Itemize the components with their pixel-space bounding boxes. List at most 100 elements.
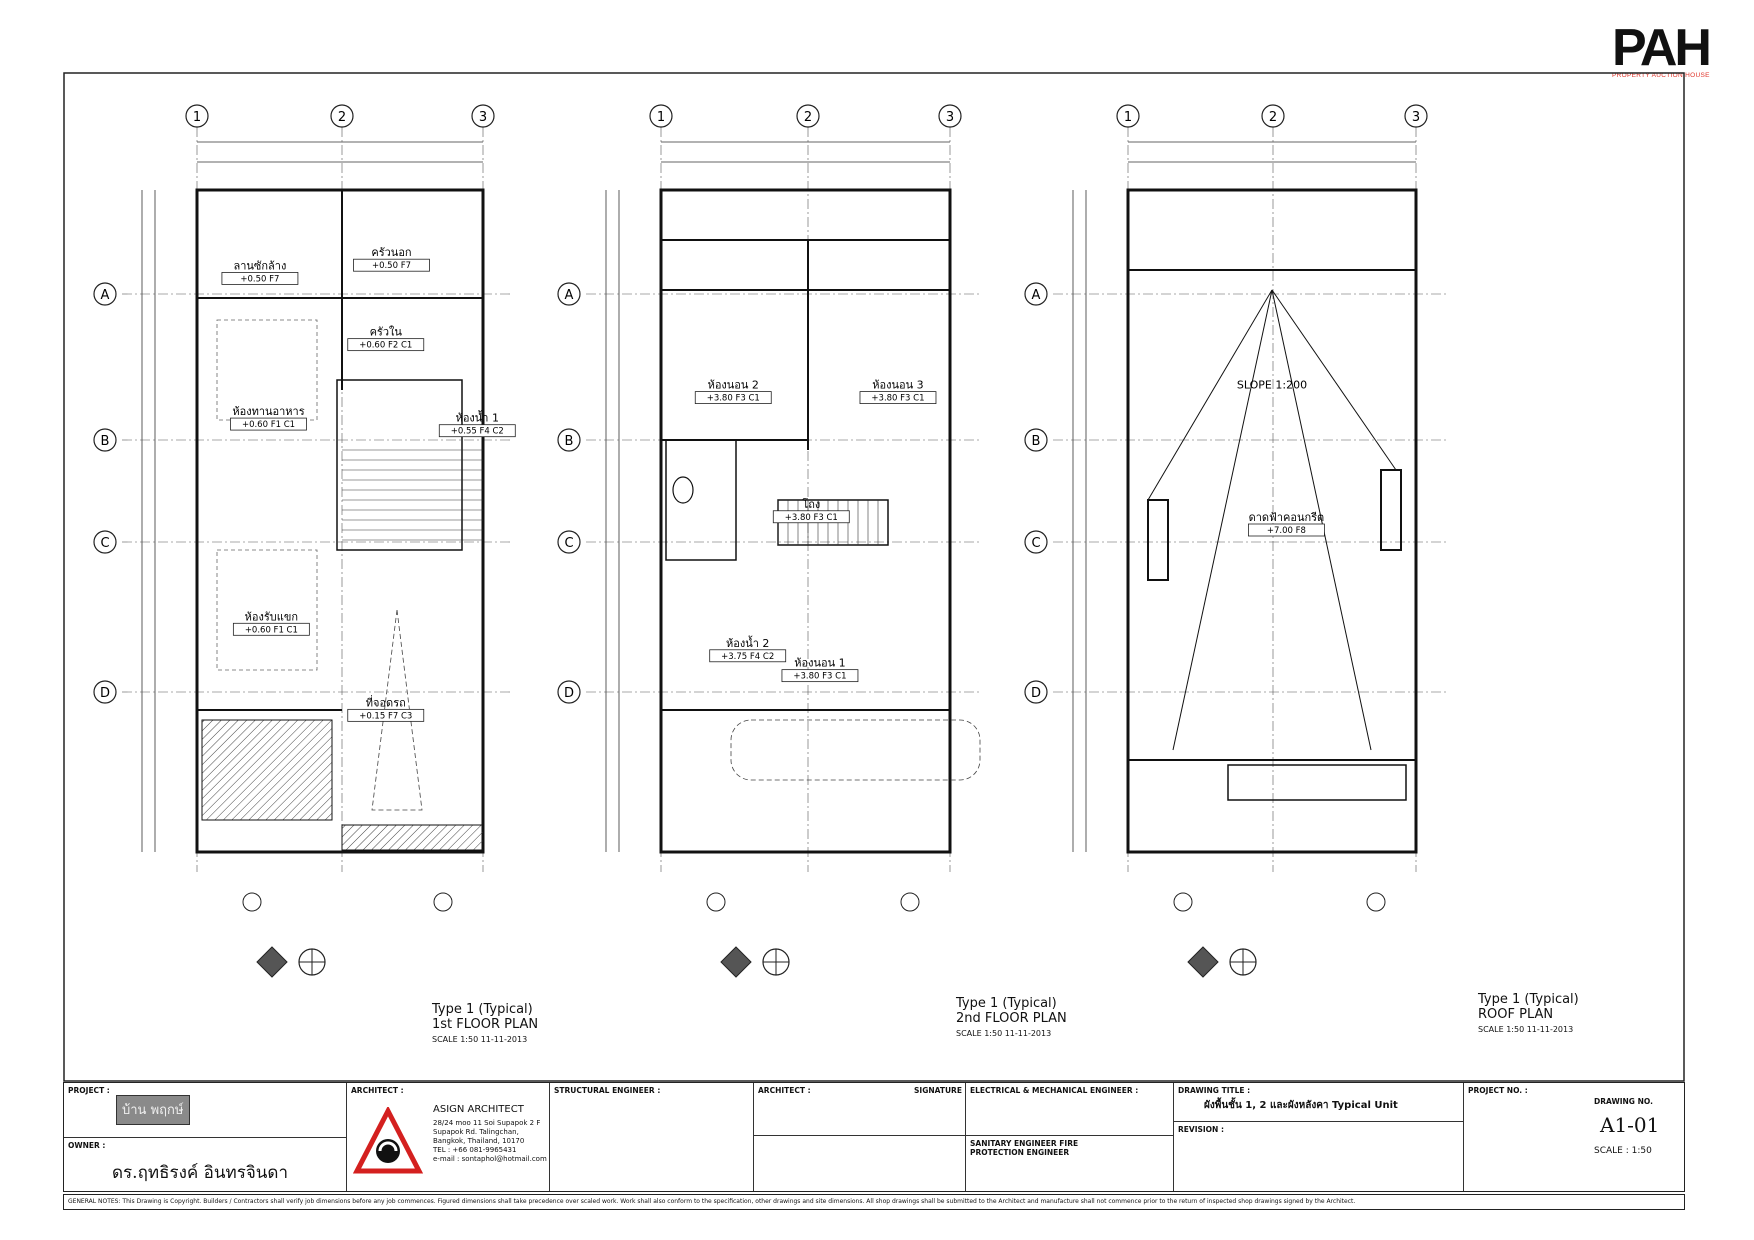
architect-address-line: Bangkok, Thailand, 10170: [433, 1137, 525, 1145]
roof-gutter: [1227, 764, 1407, 801]
grid-bubble: [1024, 282, 1048, 306]
grid-label: C: [1031, 536, 1040, 551]
architect-name: ASIGN ARCHITECT: [433, 1104, 524, 1115]
roof-slope-line: [1271, 289, 1372, 751]
owner-name: ดร.ฤทธิรงค์ อินทรจินดา: [112, 1163, 288, 1183]
level-tag: [781, 669, 859, 683]
drawing-title-label: DRAWING TITLE :: [1178, 1086, 1251, 1095]
grid-label: D: [1031, 686, 1041, 701]
room-name: ห้องนอน 1: [794, 657, 845, 670]
level-tag: [353, 258, 430, 272]
electrical-label: ELECTRICAL & MECHANICAL ENGINEER :: [970, 1086, 1139, 1095]
scale-label: SCALE : 1:50: [1594, 1146, 1652, 1156]
room-level: +3.75 F4 C2: [721, 652, 774, 662]
owner-label: OWNER :: [68, 1141, 106, 1150]
grid-bubble: [330, 104, 354, 128]
divider: [966, 1135, 1173, 1136]
room-name: ห้องรับแขก: [245, 610, 298, 623]
hatched-slab: [201, 719, 333, 821]
plan-title-2: Type 1 (Typical) 2nd FLOOR PLAN SCALE 1:…: [956, 996, 1067, 1041]
roof-slope-line: [1271, 289, 1397, 471]
level-tag: [438, 424, 516, 438]
roof-slope-line: [1147, 289, 1273, 501]
grid-label: 2: [1269, 110, 1277, 125]
compass-icon: [256, 946, 288, 978]
project-name-box: [116, 1095, 190, 1125]
structural-label: STRUCTURAL ENGINEER :: [554, 1086, 661, 1095]
bathroom: [665, 439, 737, 561]
grid-label: 3: [479, 110, 487, 125]
plan-title-1: Type 1 (Typical) 1st FLOOR PLAN SCALE 1:…: [432, 1002, 538, 1047]
plan-name: ROOF PLAN: [1478, 1007, 1554, 1022]
revision-label: REVISION :: [1178, 1125, 1224, 1134]
grid-label: B: [565, 434, 574, 449]
level-tag: [221, 272, 299, 285]
grid-bubble: [93, 530, 117, 554]
general-notes: GENERAL NOTES: This Drawing is Copyright…: [63, 1194, 1685, 1210]
grid-bubble: [93, 680, 117, 704]
grid-label: C: [100, 536, 109, 551]
stair: [336, 379, 463, 551]
grid-label: B: [101, 434, 110, 449]
grid-bubble: [557, 282, 581, 306]
room-name: ดาดฟ้าคอนกรีต: [1249, 511, 1325, 524]
logo-tagline: PROPERTY AUCTION HOUSE: [1612, 72, 1710, 79]
project-no-cell: PROJECT NO. : DRAWING NO. A1-01 SCALE : …: [1464, 1083, 1686, 1191]
level-tag: [694, 391, 772, 405]
room-level: +0.15 F7 C3: [359, 711, 412, 721]
signoff-cell: ARCHITECT : SIGNATURE: [754, 1083, 966, 1191]
plan-name: 2nd FLOOR PLAN: [956, 1011, 1067, 1026]
plan-scale: SCALE 1:50 11-11-2013: [1478, 1025, 1574, 1034]
section-marker: [433, 892, 453, 912]
structural-cell: STRUCTURAL ENGINEER :: [550, 1083, 754, 1191]
level-tag: [232, 622, 310, 636]
project-label: PROJECT :: [68, 1086, 110, 1095]
balcony-outline: [730, 719, 981, 781]
level-tag: [1248, 523, 1325, 537]
level-tag: [230, 417, 307, 431]
grid-bubble: [1024, 530, 1048, 554]
divider: [64, 1137, 346, 1138]
engineer-cell: ELECTRICAL & MECHANICAL ENGINEER : SANIT…: [966, 1083, 1174, 1191]
pah-logo: PAH PROPERTY AUCTION HOUSE: [1612, 22, 1746, 84]
room-level: +0.50 F7: [240, 274, 279, 284]
room-name: โถง: [802, 497, 820, 511]
grid-bubble: [557, 680, 581, 704]
ceiling-outline: [216, 319, 318, 421]
grid-label: 3: [1412, 110, 1420, 125]
grid-label: D: [100, 686, 110, 701]
grid-label: A: [1032, 288, 1041, 303]
grid-label: C: [564, 536, 573, 551]
plan-type: Type 1 (Typical): [956, 996, 1057, 1011]
divider: [754, 1135, 965, 1136]
compass-icon: [720, 946, 752, 978]
grid-bubble: [796, 104, 820, 128]
grid-bubble: [93, 428, 117, 452]
ceiling-outline: [216, 549, 318, 671]
drawing-no: A1-01: [1600, 1113, 1660, 1137]
grid-bubble: [1024, 680, 1048, 704]
architect-address-line: e-mail : sontaphol@hotmail.com: [433, 1155, 547, 1163]
grid-bubble: [649, 104, 673, 128]
room-name: SLOPE 1:200: [1237, 379, 1307, 392]
level-tag: [709, 649, 787, 663]
architect-label: ARCHITECT :: [351, 1086, 404, 1095]
roof-slope-line: [1172, 289, 1273, 751]
grid-label: D: [564, 686, 574, 701]
room-name: ห้องนอน 2: [708, 379, 759, 392]
section-marker: [1366, 892, 1386, 912]
exterior-wall: [659, 188, 952, 854]
grid-label: 1: [657, 110, 665, 125]
level-tag: [347, 338, 425, 352]
section-marker: [1173, 892, 1193, 912]
title-block: PROJECT : บ้าน พฤกษ์ OWNER : ดร.ฤทธิรงค์…: [63, 1082, 1685, 1192]
room-level: +3.80 F3 C1: [793, 672, 846, 682]
level-tag: [772, 510, 850, 524]
sanitary-label: SANITARY ENGINEER FIRE PROTECTION ENGINE…: [970, 1139, 1079, 1157]
room-level: +3.80 F3 C1: [707, 394, 760, 404]
room-level: +3.80 F3 C1: [785, 513, 838, 523]
grid-bubble: [938, 104, 962, 128]
room-name: ลานซักล้าง: [233, 259, 286, 272]
